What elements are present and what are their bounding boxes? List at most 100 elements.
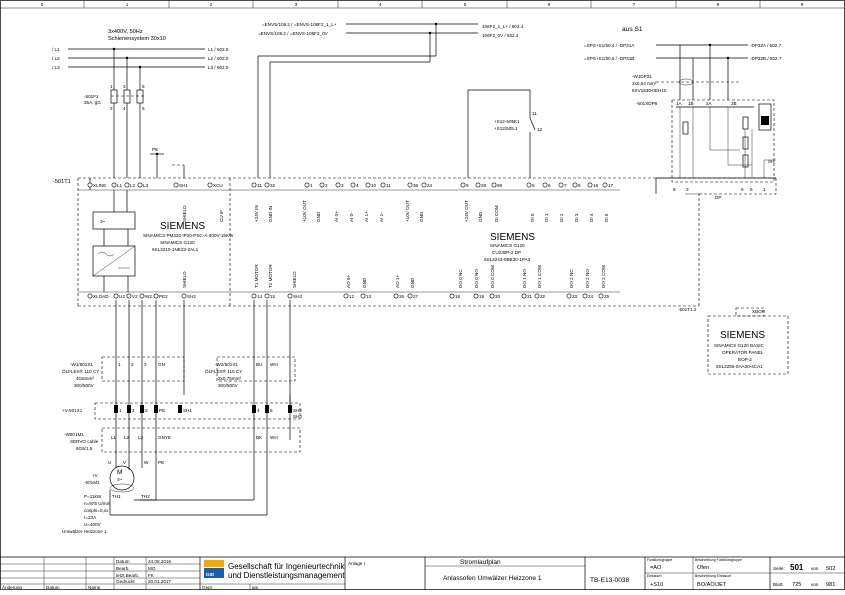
inverter-bottom-label-1: T1 MOTOR xyxy=(254,264,259,288)
inverter-top-label-1: CU IF xyxy=(219,210,224,222)
val-einbauort: +S10 xyxy=(650,582,663,588)
inverter-bottom-term-circle-13 xyxy=(449,293,455,299)
inverter-top-label-15: DI 0 xyxy=(530,213,535,222)
pe-label: PE xyxy=(152,147,158,152)
servo-core-wh: WH xyxy=(270,435,278,440)
val-seite-total: 502 xyxy=(826,566,835,572)
inverter-top-label-6: AI 0+ xyxy=(334,211,339,222)
lbl-einbauort: Einbauort xyxy=(647,574,662,578)
servo-cable-type: SERVO cable xyxy=(70,439,99,444)
motor-spec-2: n=975 U/min xyxy=(84,501,111,506)
inverter-top-label-14: DI COM xyxy=(494,205,499,222)
inverter-top-label-16: DI 1 xyxy=(544,213,549,222)
lbl-blatt-von: von xyxy=(811,582,819,587)
inverter-bottom-term-circle-3 xyxy=(139,293,145,299)
inverter-bottom-label-7: GND xyxy=(410,277,415,288)
inverter-bottom-label-12: DO 1 COM xyxy=(537,265,542,288)
lbl-funktionsgruppe: Funktionsgruppe xyxy=(647,558,672,562)
inverter-top-term-7: 32 xyxy=(270,183,276,188)
output-l2: L2 / 502.0 xyxy=(208,56,229,61)
servo-core-l2: L2 xyxy=(124,435,130,440)
profibus-wiring xyxy=(656,43,748,100)
inverter-bottom-term-circle-1 xyxy=(113,293,119,299)
inverter-bottom-term-7: 15 xyxy=(270,294,276,299)
inverter-top-label-11: GND xyxy=(419,211,424,222)
inverter-top-term-circle-2 xyxy=(124,182,130,188)
inverter-top-term-21: 7 xyxy=(564,183,567,188)
motor-spec-5: U=400V xyxy=(84,522,102,527)
dp-bottom-5: 5 xyxy=(750,187,753,192)
dp-term-2b: 2B xyxy=(731,101,737,106)
inverter-bottom-term-circle-4 xyxy=(153,293,159,299)
inverter-bottom-term-circle-6 xyxy=(251,293,257,299)
inverter-top-label-10: +10V OUT xyxy=(405,200,410,222)
col-4: 4 xyxy=(379,2,382,7)
inverter-top-term-17: 28 xyxy=(481,183,487,188)
input-l1: / L1 xyxy=(52,47,60,52)
val-funktionsgruppe-desc: Ofen xyxy=(697,565,709,571)
inverter-top-label-19: DI 4 xyxy=(589,213,594,222)
inverter-top-term-16: 9 xyxy=(466,183,469,188)
xbop-tag: -501T1.2 xyxy=(678,307,697,312)
inverter-top-term-19: 5 xyxy=(532,183,535,188)
terminal-strip-outline xyxy=(94,402,301,420)
inverter-top-term-9: 2 xyxy=(325,183,328,188)
val-funktionsgruppe: =AO xyxy=(650,565,662,571)
col-3: 3 xyxy=(295,2,298,7)
inverter-top-term-circle-11 xyxy=(350,182,356,188)
cable-w1-type: ÖLFLEX® 110 CY xyxy=(62,368,99,374)
inverter-bottom-term-circle-14 xyxy=(473,293,479,299)
aus-s1-ref-2: =SPS+S1/50.5 / -DP31B xyxy=(584,56,634,61)
envs-left-2: =ENVS/106.2 / =ENVS-106F2_0V xyxy=(258,31,329,36)
motor-th2: TH2 xyxy=(141,494,150,499)
inverter-top-label-12: +24V OUT xyxy=(464,200,469,222)
dp-term-1a: 1A xyxy=(676,101,683,106)
title-block-grid xyxy=(0,556,845,590)
inverter-top-term-circle-7 xyxy=(264,182,270,188)
lbl-seite-von: von xyxy=(811,566,819,571)
envs-right-1: 106F2_1_L+ / 502.4 xyxy=(482,24,524,29)
inverter-bottom-label-6: AO 1+ xyxy=(395,275,400,288)
inverter-top-term-circle-15 xyxy=(421,182,427,188)
inverter-top-term-20: 6 xyxy=(548,183,551,188)
inverter-top-term-circle-21 xyxy=(558,182,564,188)
inverter-tag: -501T1 xyxy=(53,179,71,185)
doc-title: Anlassofen Umwälzer Heizzone 1 xyxy=(443,575,542,582)
output-l1: L1 / 502.0 xyxy=(208,47,229,52)
inverter-top-label-7: AI 0- xyxy=(349,212,354,222)
inverter-top-term-23: 16 xyxy=(593,183,599,188)
aus-s1-ref-1: =SPS+S1/50.4 / -DP31A xyxy=(584,43,635,48)
terminal-strip-term-1: 2 xyxy=(132,408,135,413)
rev-header-datum: Datum xyxy=(46,585,60,590)
envs-wiring xyxy=(257,22,478,178)
val-datum: 24.08.2016 xyxy=(148,559,171,564)
terminal-strip-block-1 xyxy=(127,405,131,413)
servo-cable-spec: 6G6/1,5 xyxy=(76,446,93,451)
inverter-top-label-3: GND IN xyxy=(268,206,273,222)
xbop-label: XBOP xyxy=(752,309,765,314)
inverter-bottom-label-9: DO 0 NO xyxy=(474,269,479,288)
inverter-top-term-circle-16 xyxy=(460,182,466,188)
inverter-top-term-5: XCU xyxy=(213,183,223,188)
val-seite: 501 xyxy=(790,563,804,572)
envs-right-2: 106F2_0V / 502.4 xyxy=(482,33,519,38)
cable-w2-outline xyxy=(216,356,296,382)
cable-w1-core-2: 2 xyxy=(131,362,134,367)
lbl-funktionsgruppe-desc: Beschreibung Funktionsgruppe xyxy=(695,558,742,562)
dp-term-1b: 1B xyxy=(688,101,694,106)
inverter-bottom-term-4: PE2 xyxy=(159,294,168,299)
bus-cable-tag: -W1DP31 xyxy=(632,74,652,79)
inverter-bottom-label-2: T2 MOTOR xyxy=(268,264,273,288)
inverter-top-label-20: DI 5 xyxy=(604,213,609,222)
terminal-strip-term-8: SH3 xyxy=(293,414,302,419)
lbl-gedruckt: Gedruckt xyxy=(116,579,135,584)
cu-line-3: 6SL3243-0BB30-1PA3 xyxy=(484,257,531,262)
inverter-bottom-term-circle-8 xyxy=(287,293,293,299)
fuse-top-5: 5 xyxy=(142,84,145,89)
aus-s1-out-2: -DP32B / 502.7 xyxy=(750,56,782,61)
inverter-bottom-term-20: 25 xyxy=(604,294,610,299)
relay-contact-11: 11 xyxy=(532,111,537,116)
inverter-bottom-term-13: 18 xyxy=(455,294,461,299)
motor-wiring xyxy=(109,300,291,516)
